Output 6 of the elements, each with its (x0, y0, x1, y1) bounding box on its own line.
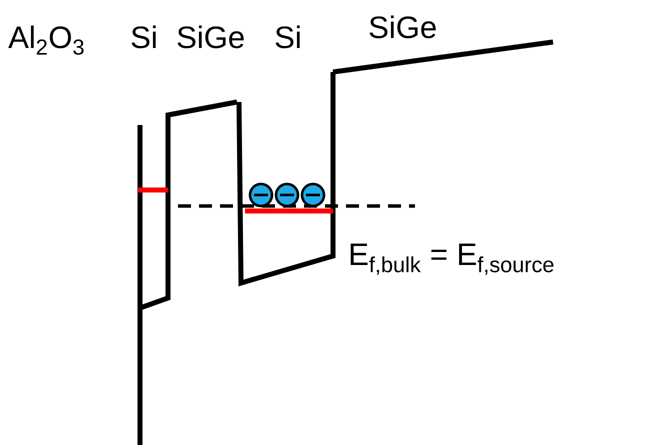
layer-label: Si (132, 26, 156, 48)
layer-label: Al$_{2}$O$_{3}$ (8, 26, 84, 55)
layer-label: SiGe (178, 26, 244, 48)
layer-label: Si (276, 26, 300, 48)
fermi-level-label: E$_{f,bulk}$ = E$_{f,source}$ (350, 244, 554, 275)
layer-label: SiGe (370, 16, 436, 38)
